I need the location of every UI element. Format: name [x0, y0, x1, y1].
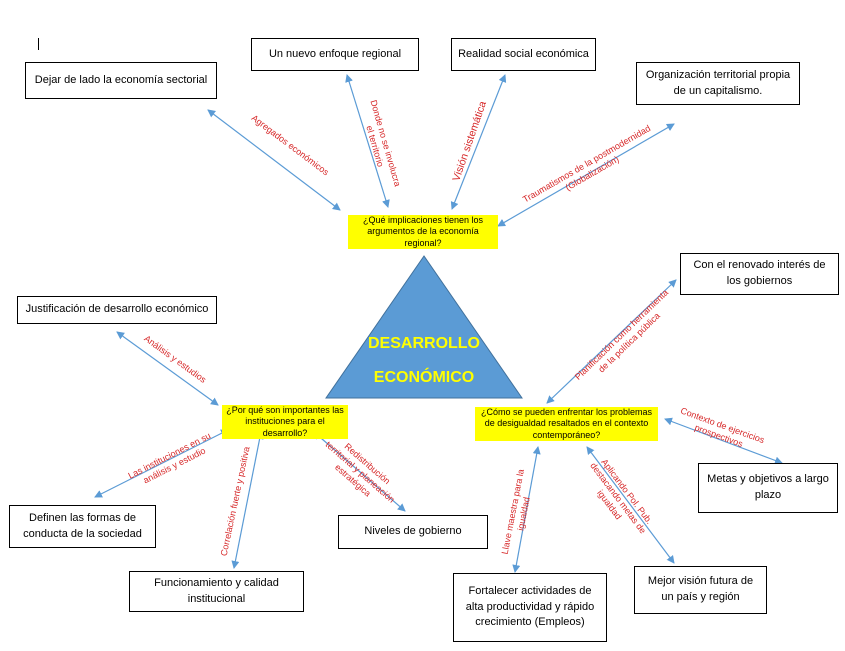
center-title-line1: DESARROLLO [368, 335, 480, 352]
box-funcionamiento: Funcionamiento y calidad institucional [129, 571, 304, 612]
arrow-right-fortalecer [512, 446, 541, 573]
box-formas-conducta: Definen las formas de conducta de la soc… [9, 505, 156, 548]
box-organizacion-territorial: Organización territorial propia de un ca… [636, 62, 800, 105]
box-dejar-sectorial: Dejar de lado la economía sectorial [25, 62, 217, 99]
box-enfoque-regional: Un nuevo enfoque regional [251, 38, 419, 71]
center-triangle [325, 255, 523, 399]
arrow-left-justificacion [116, 331, 219, 406]
box-metas-objetivos: Metas y objetivos a largo plazo [698, 463, 838, 513]
question-right: ¿Cómo se pueden enfrentar los problemas … [475, 407, 658, 441]
arrow-right-vision [586, 446, 675, 564]
arrow-top-realidad [450, 74, 507, 210]
question-left: ¿Por qué son importantes las institucion… [222, 405, 348, 439]
box-vision-futura: Mejor visión futura de un país y región [634, 566, 767, 614]
text-cursor [38, 38, 39, 50]
box-renovado-interes: Con el renovado interés de los gobiernos [680, 253, 839, 295]
arrow-right-renovado [546, 279, 677, 404]
arrow-left-niveles [313, 431, 406, 512]
center-title-line2: ECONÓMICO [374, 367, 474, 386]
question-top: ¿Qué implicaciones tienen los argumentos… [348, 215, 498, 249]
arrow-top-sectorial [207, 109, 341, 211]
box-fortalecer: Fortalecer actividades de alta productiv… [453, 573, 607, 642]
arrow-right-metas [664, 417, 783, 465]
box-realidad-social: Realidad social económica [451, 38, 596, 71]
arrow-left-funcionamiento [231, 431, 264, 569]
box-justificacion: Justificación de desarrollo económico [17, 296, 217, 324]
box-niveles-gobierno: Niveles de gobierno [338, 515, 488, 549]
arrow-top-organizacion [497, 123, 675, 227]
arrow-top-enfoque [345, 74, 390, 208]
arrow-left-formas [94, 429, 229, 498]
